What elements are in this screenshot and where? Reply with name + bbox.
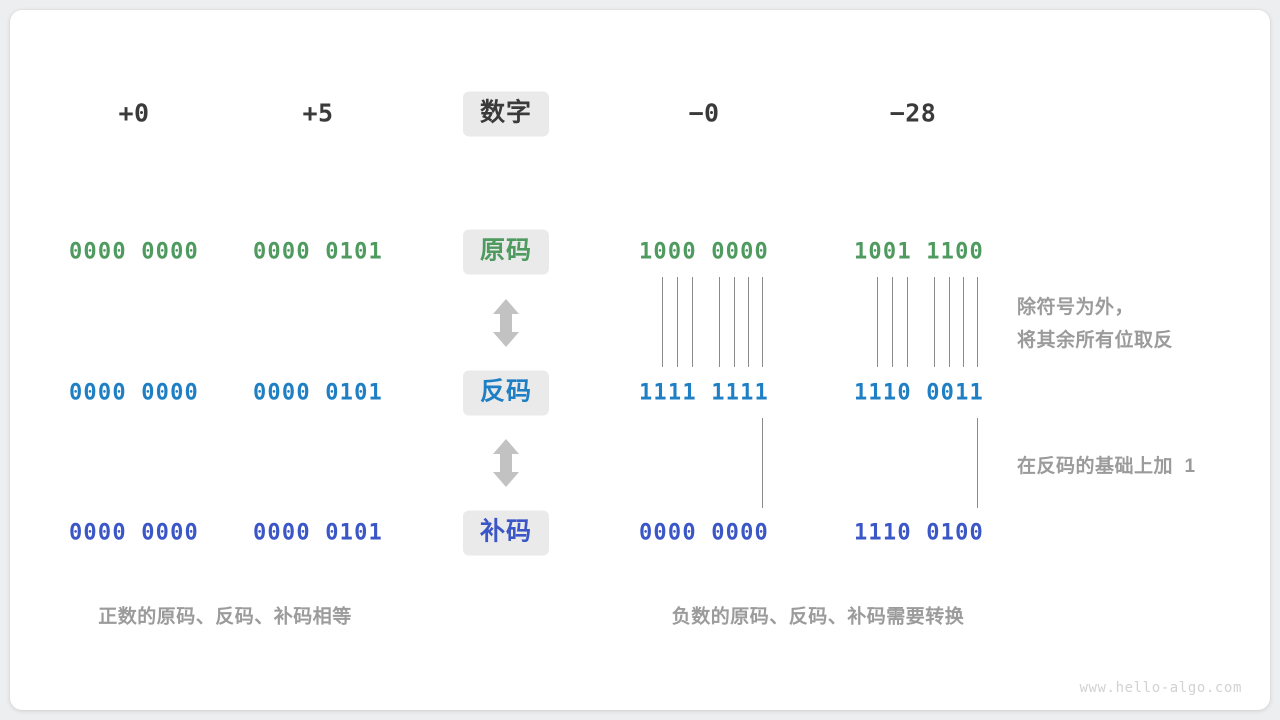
up-down-arrow-icon [489,297,523,349]
caption-positive: 正数的原码、反码、补码相等 [98,606,352,628]
connector-line [677,277,678,367]
connector-line [934,277,935,367]
connector-line [977,277,978,367]
connector-line [734,277,735,367]
connector-line [877,277,878,367]
connector-line [907,277,908,367]
connector-line [762,418,763,508]
header-value-neg-zero: −0 [688,98,720,128]
annotation-invert-bits: 除符号为外， 将其余所有位取反 [1017,297,1174,352]
row-label-chip-number: 数字 [462,91,550,137]
true-form-pos-five: 0000 0101 [252,239,384,265]
header-value-pos-five: +5 [302,98,334,128]
connector-line [662,277,663,367]
connector-line [748,277,749,367]
ones-complement-pos-five: 0000 0101 [252,380,384,406]
ones-complement-neg-zero: 1111 1111 [638,380,770,406]
connector-line [692,277,693,367]
diagram-card: +0 +5 数字 −0 −28 0000 0000 0000 0101 原码 1… [10,10,1270,710]
row-label-chip-true-form: 原码 [462,229,550,275]
watermark-url: www.hello-algo.com [1079,680,1242,696]
connector-line [892,277,893,367]
connector-line [977,418,978,508]
up-down-arrow-icon [489,437,523,489]
ones-complement-pos-zero: 0000 0000 [68,380,200,406]
twos-complement-neg-zero: 0000 0000 [638,520,770,546]
ones-complement-neg-28: 1110 0011 [853,380,985,406]
twos-complement-neg-28: 1110 0100 [853,520,985,546]
row-label-chip-twos-complement: 补码 [462,510,550,556]
row-label-chip-ones-complement: 反码 [462,370,550,416]
twos-complement-pos-five: 0000 0101 [252,520,384,546]
connector-line [762,277,763,367]
twos-complement-pos-zero: 0000 0000 [68,520,200,546]
annotation-add-one: 在反码的基础上加 1 [1017,456,1196,477]
true-form-neg-28: 1001 1100 [853,239,985,265]
header-value-pos-zero: +0 [118,98,150,128]
connector-line [963,277,964,367]
true-form-pos-zero: 0000 0000 [68,239,200,265]
header-value-neg-28: −28 [889,98,937,128]
connector-line [949,277,950,367]
true-form-neg-zero: 1000 0000 [638,239,770,265]
caption-negative: 负数的原码、反码、补码需要转换 [671,606,965,628]
connector-line [719,277,720,367]
